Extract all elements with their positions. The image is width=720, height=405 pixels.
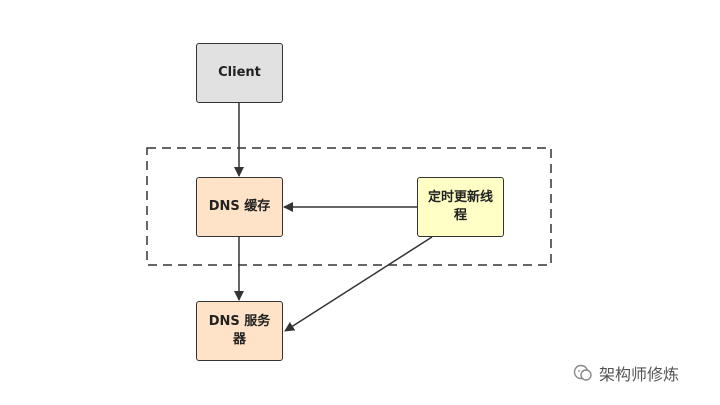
watermark: 架构师修炼 — [572, 361, 679, 385]
wechat-icon — [573, 364, 592, 381]
dashed-group-boundary — [146, 147, 552, 266]
update-thread-node: 定时更新线程 — [417, 177, 504, 237]
arrow-thread-to-server — [284, 236, 433, 332]
dns-cache-node: DNS 缓存 — [196, 177, 283, 237]
client-node: Client — [196, 43, 283, 103]
client-node-label: Client — [218, 65, 261, 80]
dns-server-node-label: DNS 服务器 — [208, 314, 271, 347]
update-thread-node-label: 定时更新线程 — [427, 190, 493, 223]
dns-server-node: DNS 服务器 — [196, 301, 283, 361]
watermark-text: 架构师修炼 — [599, 365, 680, 384]
dns-cache-node-label: DNS 缓存 — [208, 199, 271, 214]
